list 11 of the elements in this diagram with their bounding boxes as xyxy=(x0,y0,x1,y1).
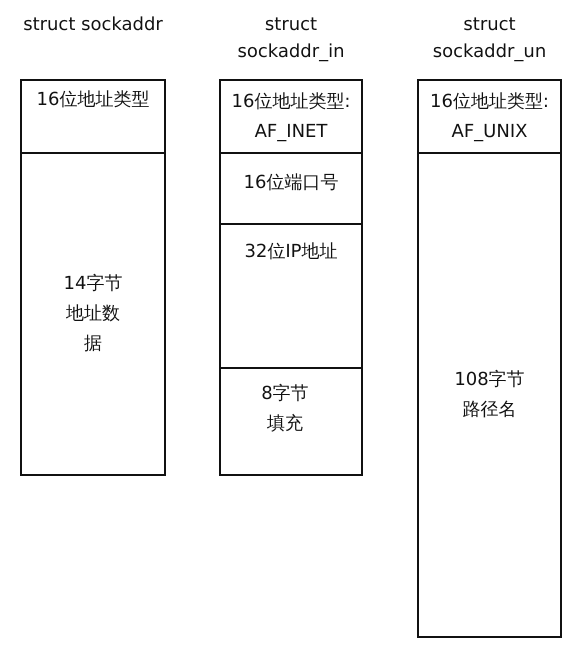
field-cell: 16位地址类型 xyxy=(22,81,164,154)
field-cell: 16位地址类型: AF_INET xyxy=(221,81,361,154)
field-cell: 14字节地址数据 xyxy=(22,154,164,474)
struct-name: struct sockaddr_in xyxy=(236,13,346,64)
field-cell: 16位地址类型: AF_UNIX xyxy=(419,81,560,154)
field-cell: 8字节填充 xyxy=(221,369,361,474)
struct-name: struct sockaddr_un xyxy=(432,13,548,64)
field-cell: 32位IP地址 xyxy=(221,225,361,369)
field-cell: 108字节路径名 xyxy=(419,154,560,636)
struct-name: struct sockaddr xyxy=(22,13,164,37)
field-cell: 16位端口号 xyxy=(221,154,361,225)
